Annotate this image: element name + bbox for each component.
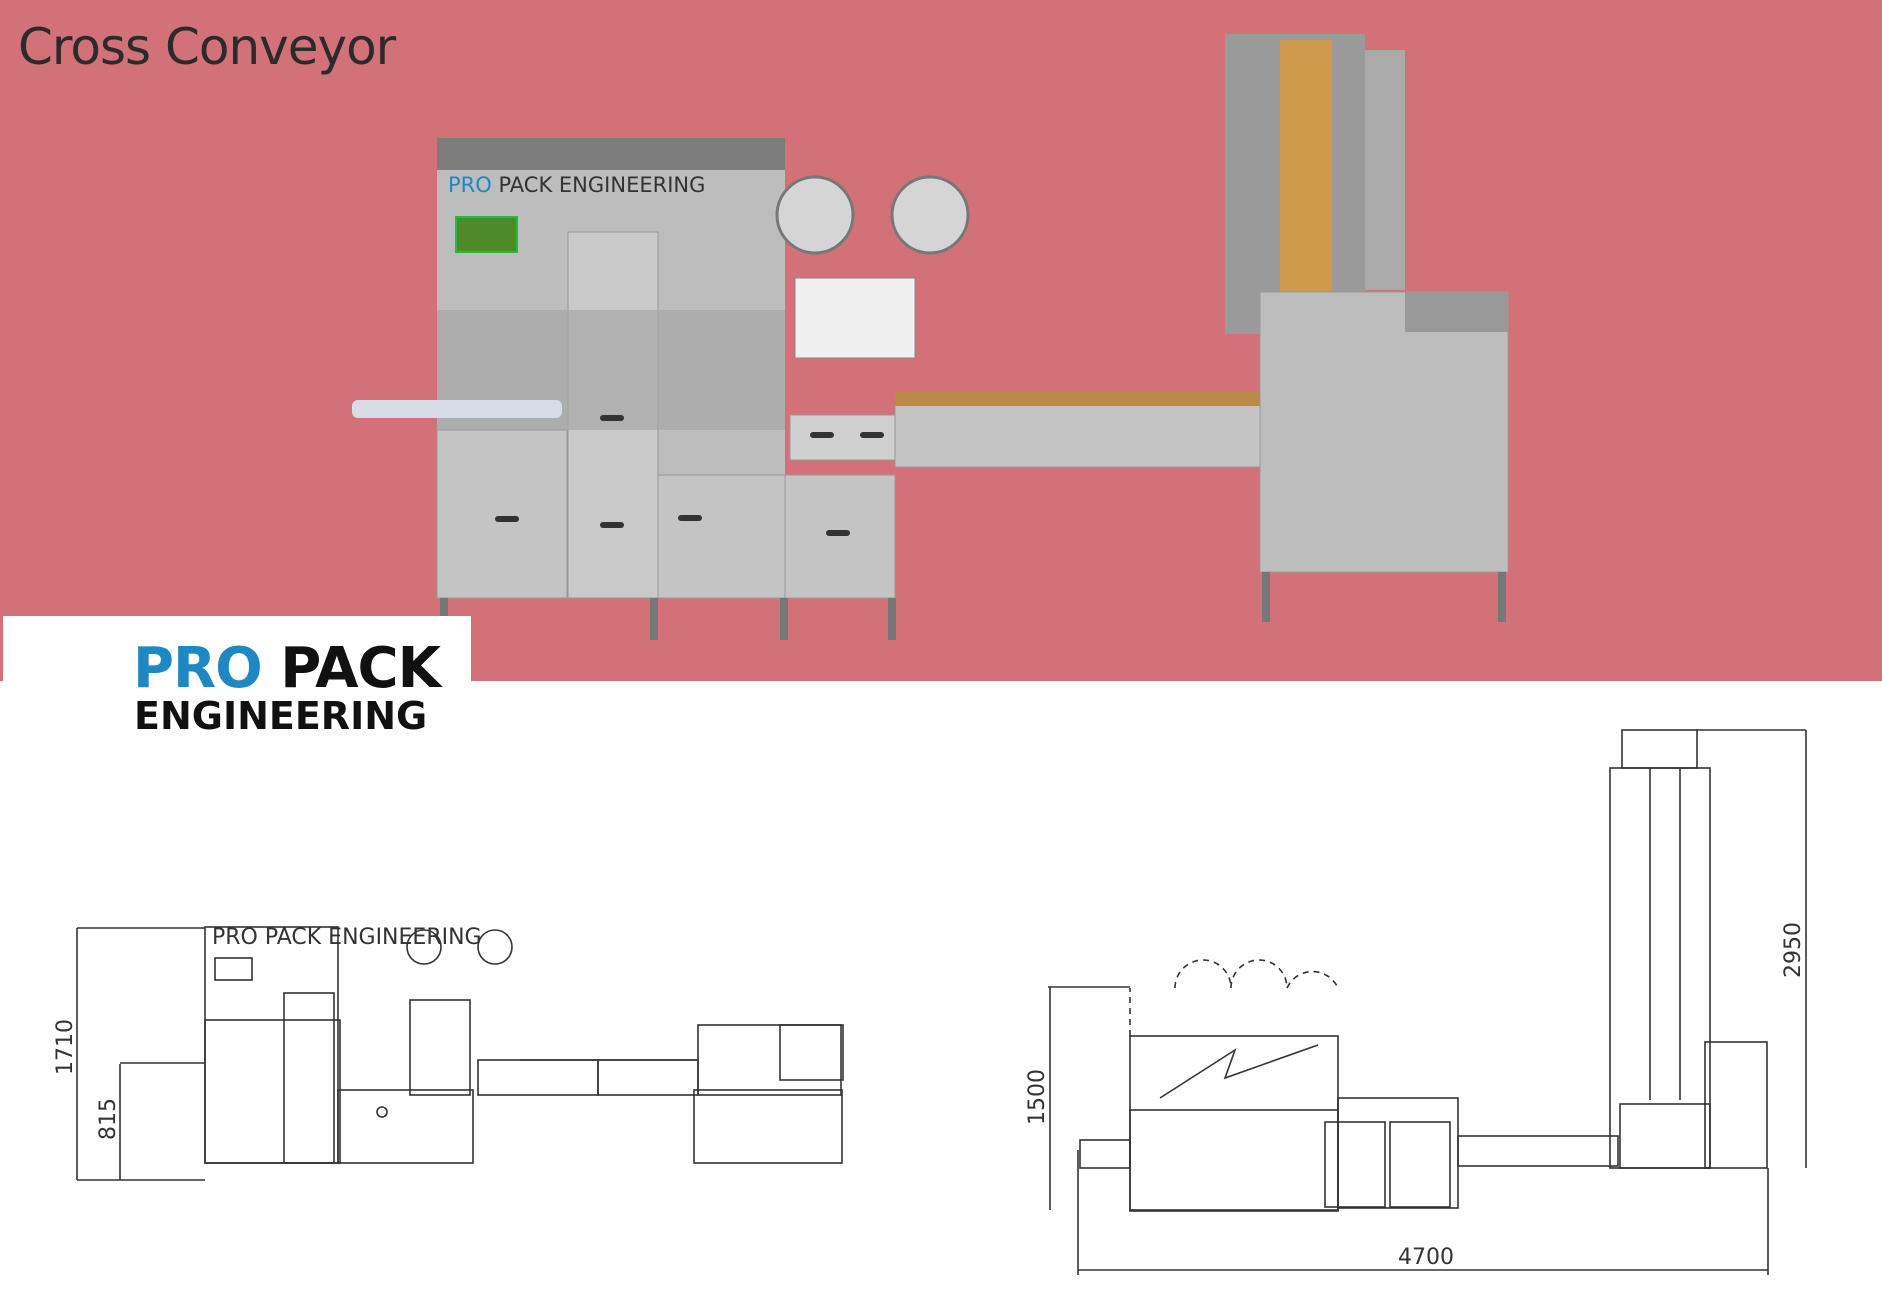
logo-pro: PRO [133,636,263,701]
logo-pack: PACK [280,636,441,701]
logo-engineering: ENGINEERING [134,694,428,738]
plan-view-drawing [1048,729,1807,1275]
machine-brand-label: PRO PACK ENGINEERING [448,173,705,197]
dimension-815: 815 [96,1098,121,1140]
side-elevation-drawing [76,926,844,1181]
page-title: Cross Conveyor [18,18,396,76]
dimension-1500: 1500 [1025,1069,1050,1125]
machine-render: PRO PACK ENGINEERING [352,34,1509,640]
dimension-1710: 1710 [53,1019,78,1075]
logo-line-1: PRO PACK [133,636,441,701]
dimension-2950: 2950 [1781,922,1806,978]
product-render-banner [0,0,1882,681]
side-drawing-brand-label: PRO PACK ENGINEERING [212,925,482,950]
company-logo: PRO PACK ENGINEERING [3,616,471,744]
dimension-4700: 4700 [1398,1245,1454,1270]
